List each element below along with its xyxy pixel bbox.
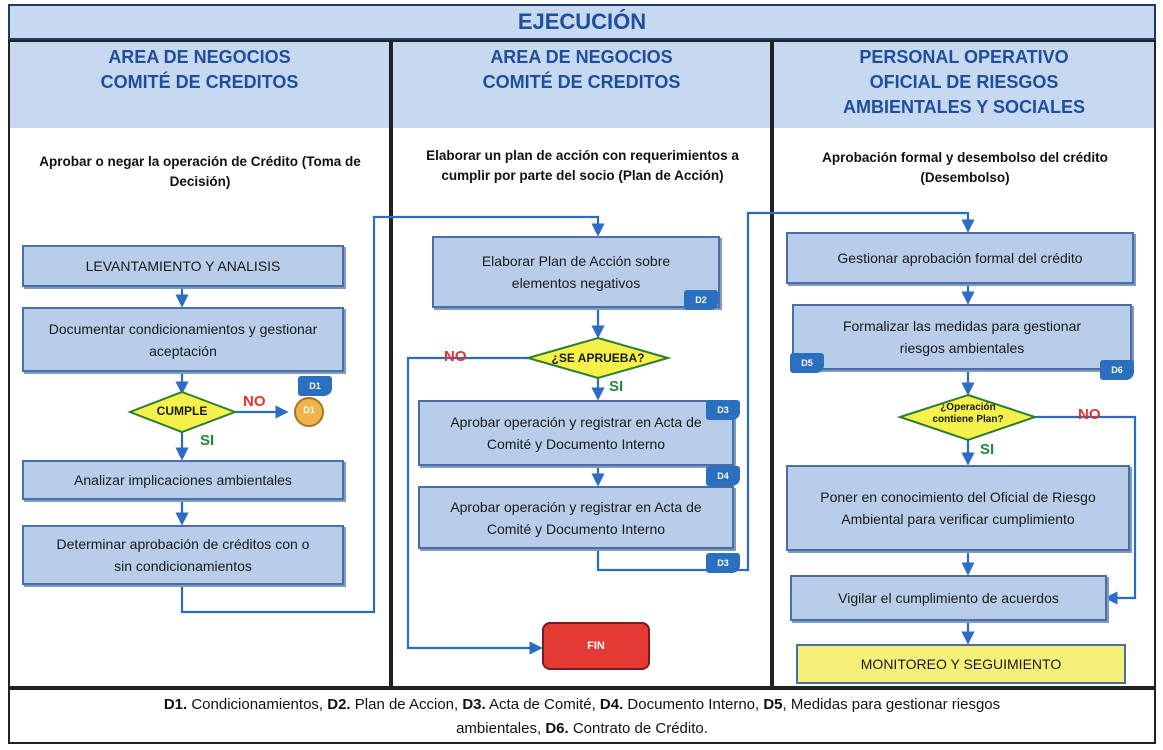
task-vigilar: Vigilar el cumplimiento de acuerdos	[790, 575, 1107, 621]
no-label-col3: NO	[1078, 406, 1101, 423]
task-aprobar-operacion-2-label: Aprobar operación y registrar en Acta de…	[450, 498, 702, 537]
column-3-title-line-2: OFICIAL DE RIESGOS	[869, 72, 1059, 92]
task-gestionar-aprobacion-label: Gestionar aprobación formal del crédito	[837, 250, 1083, 266]
d1-circle-connector	[294, 397, 324, 427]
task-documentar: Documentar condicionamientos y gestionar…	[22, 307, 344, 372]
task-poner-conocimiento: Poner en conocimiento del Oficial de Rie…	[786, 465, 1130, 551]
task-documentar-label: Documentar condicionamientos y gestionar…	[48, 320, 318, 359]
legend-code-d1: D1.	[163, 696, 188, 713]
legend-text-ambientales: ambientales,	[456, 720, 546, 737]
main-title-text: EJECUCIÓN	[517, 9, 647, 34]
legend-code-d5: D5	[763, 696, 783, 713]
task-elaborar-plan: Elaborar Plan de Acción sobre elementos …	[432, 236, 720, 308]
decision-diamond-cumple	[127, 390, 238, 434]
task-levantamiento: LEVANTAMIENTO Y ANALISIS	[22, 245, 344, 287]
legend-footer: D1. Condicionamientos, D2. Plan de Accio…	[8, 688, 1156, 744]
task-aprobar-operacion-1: Aprobar operación y registrar en Acta de…	[418, 400, 734, 466]
yes-label-col2: SI	[609, 378, 624, 395]
column-1-description: Aprobar o negar la operación de Crédito …	[39, 154, 361, 189]
task-elaborar-plan-label: Elaborar Plan de Acción sobre elementos …	[481, 253, 671, 291]
legend-text-d5: , Medidas para gestionar riesgos	[782, 696, 1001, 713]
task-aprobar-operacion-2: Aprobar operación y registrar en Acta de…	[418, 486, 734, 549]
legend-code-d2: D2.	[327, 696, 351, 713]
task-formalizar-medidas-label: Formalizar las medidas para gestionar ri…	[842, 318, 1082, 356]
legend-text-d6: Contrato de Crédito.	[568, 720, 708, 737]
no-label-col1: NO	[243, 393, 266, 410]
no-label-col2: NO	[444, 348, 467, 365]
task-levantamiento-label: LEVANTAMIENTO Y ANALISIS	[85, 258, 281, 274]
task-vigilar-label: Vigilar el cumplimiento de acuerdos	[838, 590, 1059, 606]
final-box-monitoreo-label: MONITOREO Y SEGUIMIENTO	[860, 656, 1062, 672]
yes-label-col1: SI	[200, 432, 215, 449]
doc-d4-tag: D4	[706, 466, 740, 486]
doc-d3-tag-2: D3	[706, 553, 740, 573]
yes-label-col3: SI	[980, 441, 995, 458]
decision-plan-text: ¿Operación contiene Plan?	[932, 402, 1004, 425]
legend-code-d3: D3.	[462, 696, 486, 713]
column-2-title-line-2: COMITÉ DE CREDITOS	[482, 72, 681, 92]
final-box-monitoreo: MONITOREO Y SEGUIMIENTO	[796, 644, 1126, 684]
legend-text-d2: Plan de Accion,	[350, 696, 463, 713]
column-3-title-line-1: PERSONAL OPERATIVO	[859, 47, 1069, 67]
end-terminator: FIN	[542, 622, 650, 670]
legend-text-d3: Acta de Comité,	[485, 696, 600, 713]
column-2-title-line-1: AREA DE NEGOCIOS	[490, 47, 673, 67]
doc-d1-tag: D1	[298, 376, 332, 396]
task-analizar-label: Analizar implicaciones ambientales	[74, 472, 292, 488]
decision-diamond-aprueba	[524, 336, 672, 380]
column-1-title: AREA DE NEGOCIOS COMITÉ DE CREDITOS	[10, 42, 389, 128]
task-formalizar-medidas: Formalizar las medidas para gestionar ri…	[792, 304, 1132, 370]
doc-d2-tag: D2	[684, 290, 718, 310]
column-3-description: Aprobación formal y desembolso del crédi…	[822, 150, 1108, 185]
decision-aprueba-text: ¿SE APRUEBA?	[551, 351, 645, 365]
legend-text-d4: Documento Interno,	[623, 696, 764, 713]
decision-cumple-text: CUMPLE	[156, 404, 208, 418]
task-analizar: Analizar implicaciones ambientales	[22, 460, 344, 500]
legend-text-d1: Condicionamientos,	[187, 696, 328, 713]
task-determinar-label: Determinar aprobación de créditos con o …	[56, 536, 310, 574]
legend-line-2: ambientales, D6. Contrato de Crédito.	[10, 717, 1154, 741]
legend-code-d6: D6.	[545, 720, 569, 737]
column-3-title: PERSONAL OPERATIVO OFICIAL DE RIESGOS AM…	[774, 42, 1154, 128]
task-poner-conocimiento-label: Poner en conocimiento del Oficial de Rie…	[820, 489, 1096, 527]
legend-line-1: D1. Condicionamientos, D2. Plan de Accio…	[10, 693, 1154, 717]
d1-circle-label: D1	[303, 405, 315, 415]
column-2-description: Elaborar un plan de acción con requerimi…	[426, 148, 739, 183]
column-2-title: AREA DE NEGOCIOS COMITÉ DE CREDITOS	[393, 42, 770, 128]
column-3-title-line-3: AMBIENTALES Y SOCIALES	[842, 97, 1086, 117]
column-1-title-line-1: AREA DE NEGOCIOS	[108, 47, 291, 67]
doc-d5-tag: D5	[790, 353, 824, 373]
doc-d3-tag-1: D3	[706, 400, 740, 420]
main-title: EJECUCIÓN	[8, 4, 1156, 40]
decision-diamond-plan	[896, 393, 1039, 442]
task-gestionar-aprobacion: Gestionar aprobación formal del crédito	[786, 232, 1134, 284]
column-1-title-line-2: COMITÉ DE CREDITOS	[100, 72, 299, 92]
task-determinar: Determinar aprobación de créditos con o …	[22, 525, 344, 585]
task-aprobar-operacion-1-label: Aprobar operación y registrar en Acta de…	[450, 414, 702, 452]
legend-code-d4: D4.	[599, 696, 624, 713]
end-terminator-label: FIN	[587, 640, 605, 652]
doc-d6-tag: D6	[1100, 360, 1134, 380]
